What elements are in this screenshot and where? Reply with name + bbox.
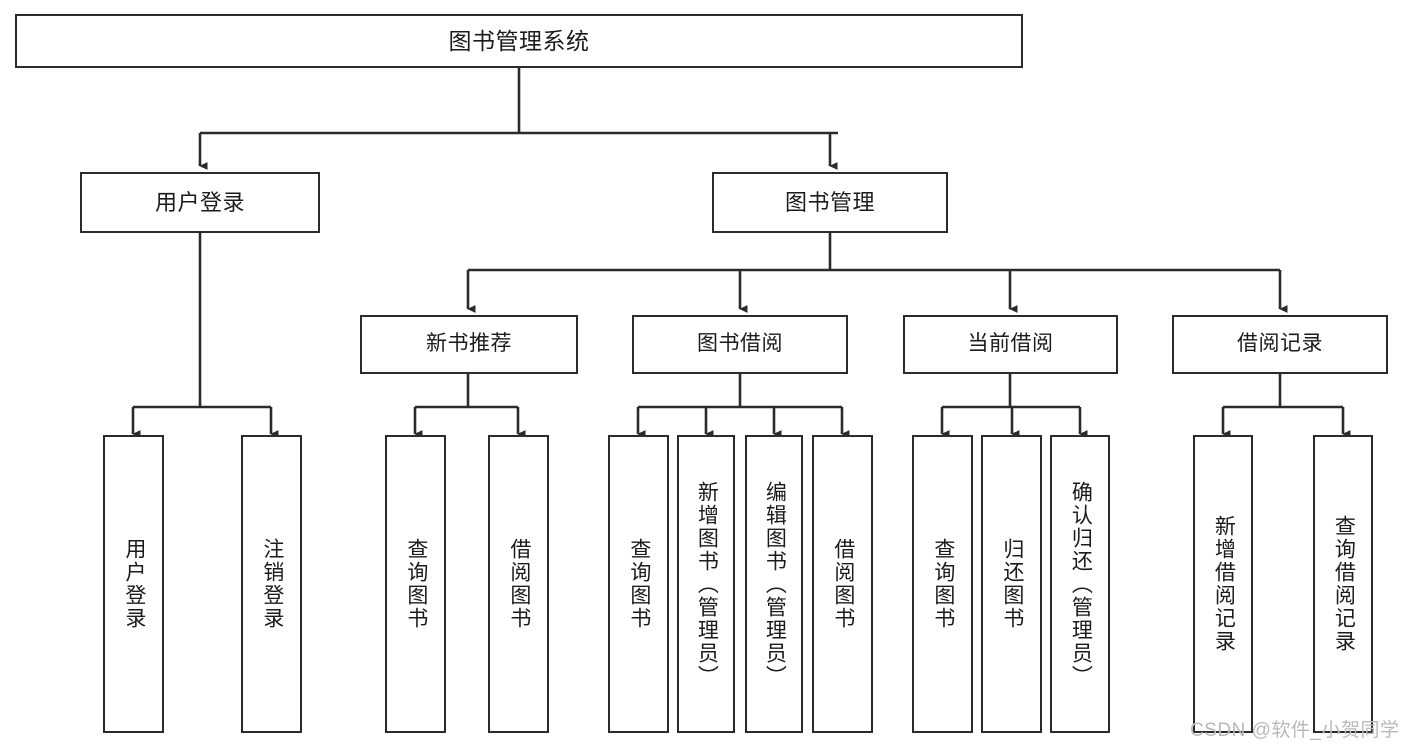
node-label: 图书管理系统: [448, 27, 590, 54]
leaf-current-borrow-return[interactable]: 归还图书: [981, 435, 1042, 733]
node-borrow-record[interactable]: 借阅记录: [1172, 315, 1388, 374]
leaf-current-borrow-query[interactable]: 查询图书: [912, 435, 973, 733]
node-label: 新增借阅记录: [1212, 515, 1236, 653]
leaf-current-borrow-confirm-return[interactable]: 确认归还（管理员）: [1050, 435, 1110, 733]
leaf-new-book-query[interactable]: 查询图书: [385, 435, 446, 733]
node-label: 图书管理: [784, 189, 875, 215]
node-label: 当前借阅: [967, 332, 1054, 356]
leaf-user-login-login[interactable]: 用户登录: [103, 435, 164, 733]
watermark: CSDN @软件_小贺同学: [1190, 720, 1400, 741]
node-label: 借阅记录: [1237, 332, 1323, 356]
node-label: 借阅图书: [831, 538, 855, 630]
node-label: 用户登录: [154, 189, 245, 215]
node-label: 图书借阅: [697, 332, 783, 356]
node-book-management[interactable]: 图书管理: [712, 172, 948, 233]
node-book-borrow[interactable]: 图书借阅: [632, 315, 848, 374]
node-label: 查询图书: [404, 538, 428, 630]
node-label: 注销登录: [260, 538, 284, 630]
leaf-borrow-record-add[interactable]: 新增借阅记录: [1193, 435, 1253, 733]
leaf-user-login-logout[interactable]: 注销登录: [241, 435, 302, 733]
node-label: 查询借阅记录: [1332, 515, 1356, 653]
node-new-book-recommend[interactable]: 新书推荐: [360, 315, 578, 374]
node-label: 借阅图书: [507, 538, 531, 630]
leaf-new-book-borrow[interactable]: 借阅图书: [488, 435, 549, 733]
node-label: 查询图书: [627, 538, 651, 630]
node-current-borrow[interactable]: 当前借阅: [903, 315, 1118, 374]
leaf-book-borrow-edit[interactable]: 编辑图书（管理员）: [745, 435, 803, 733]
node-label: 用户登录: [122, 538, 146, 630]
leaf-book-borrow-query[interactable]: 查询图书: [608, 435, 669, 733]
node-user-login[interactable]: 用户登录: [80, 172, 320, 233]
node-label: 归还图书: [1000, 538, 1024, 630]
node-label: 查询图书: [931, 538, 955, 630]
node-root-book-management-system[interactable]: 图书管理系统: [15, 14, 1023, 68]
leaf-borrow-record-query[interactable]: 查询借阅记录: [1313, 435, 1373, 733]
node-label: 确认归还（管理员）: [1069, 480, 1093, 688]
node-label: 新书推荐: [426, 332, 512, 356]
leaf-book-borrow-add[interactable]: 新增图书（管理员）: [677, 435, 735, 733]
node-label: 新增图书（管理员）: [695, 480, 719, 688]
node-label: 编辑图书（管理员）: [763, 480, 787, 688]
leaf-book-borrow-borrow[interactable]: 借阅图书: [812, 435, 873, 733]
